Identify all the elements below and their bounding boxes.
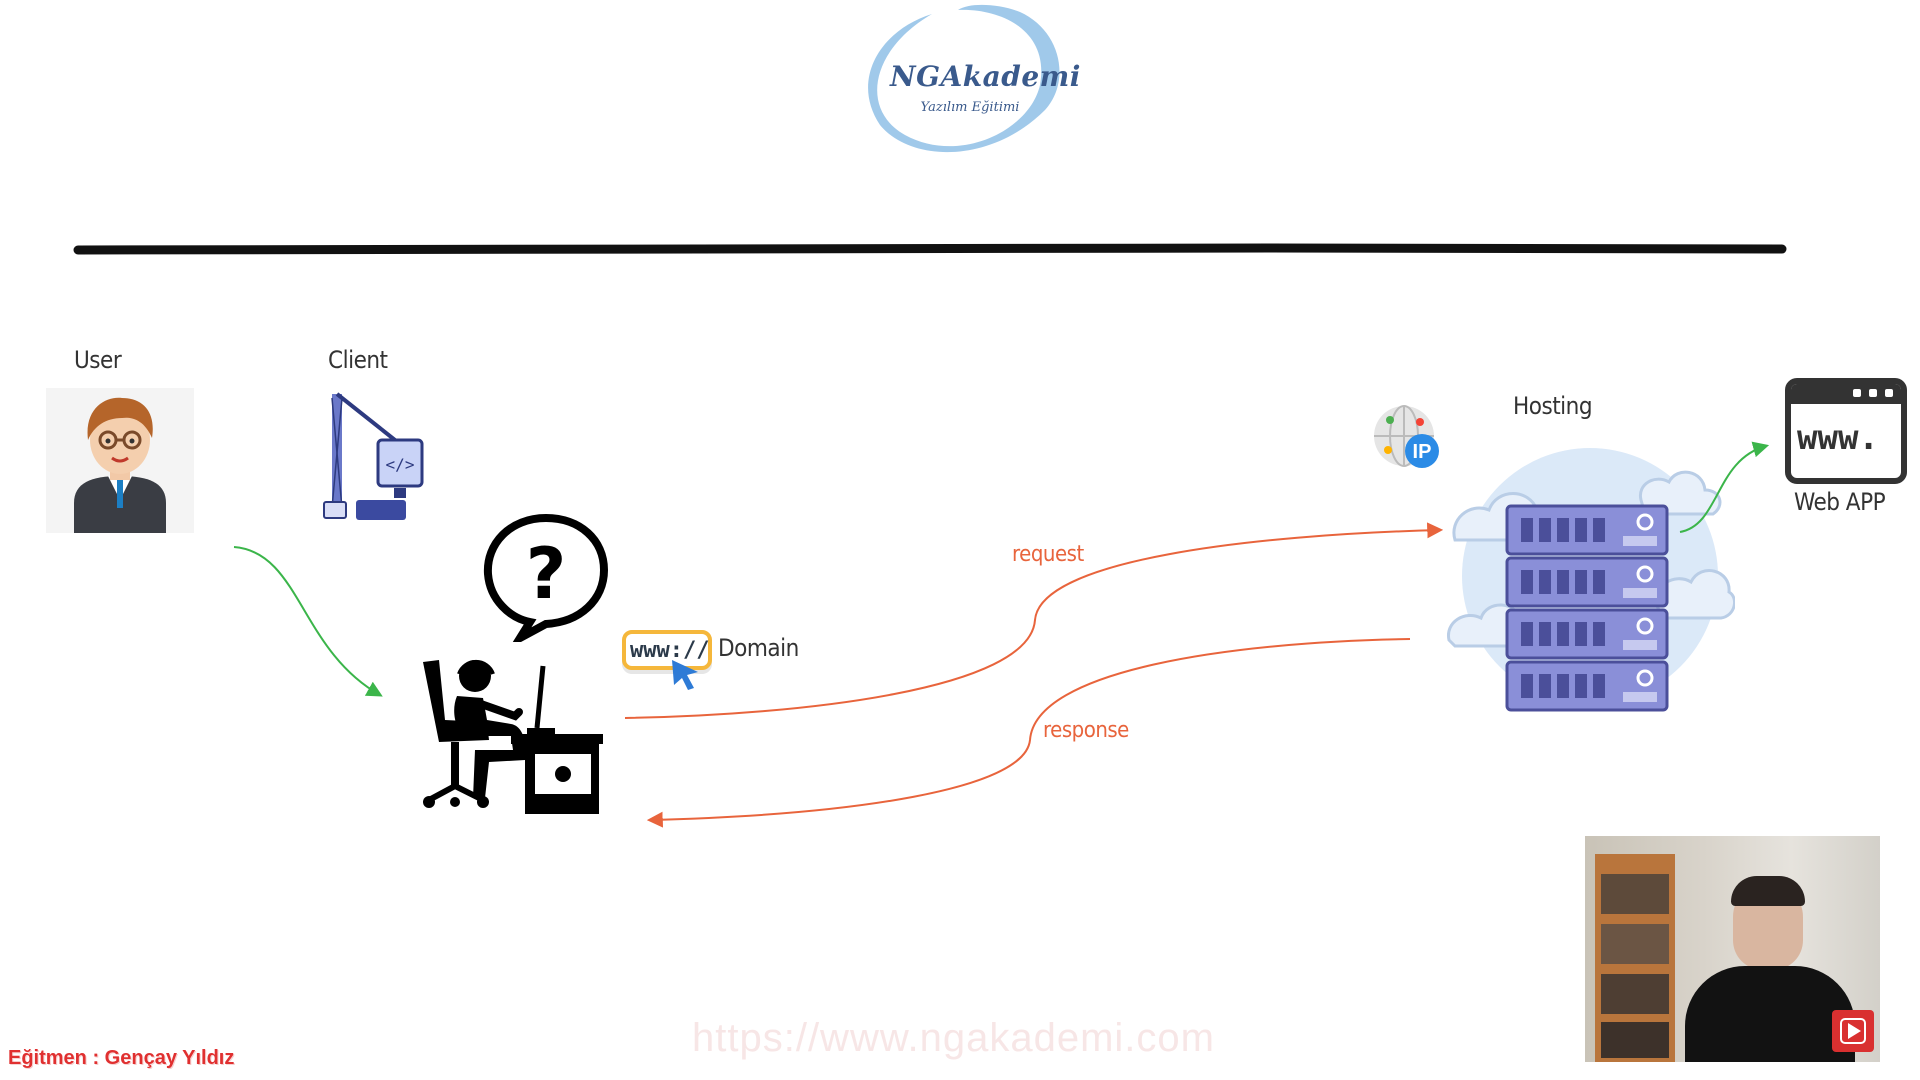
window-dot-icon bbox=[1885, 389, 1893, 397]
ip-badge-text: IP bbox=[1413, 441, 1432, 463]
cursor-icon bbox=[672, 660, 698, 690]
webcam-overlay bbox=[1585, 836, 1880, 1062]
server-unit-2 bbox=[1505, 556, 1669, 608]
server-unit-4 bbox=[1505, 660, 1669, 712]
presenter-body bbox=[1685, 966, 1855, 1062]
bookshelf bbox=[1595, 854, 1675, 1062]
user-avatar-icon bbox=[46, 388, 194, 533]
play-button-icon[interactable] bbox=[1832, 1010, 1874, 1052]
svg-text:</>: </> bbox=[386, 455, 415, 474]
bookshelf-shelf bbox=[1601, 1022, 1669, 1058]
domain-badge: www:// bbox=[622, 612, 714, 692]
window-dot-icon bbox=[1853, 389, 1861, 397]
client-computer-icon: </> bbox=[323, 392, 424, 520]
presenter-hair bbox=[1731, 876, 1805, 906]
question-mark: ? bbox=[526, 533, 567, 615]
response-label: response bbox=[1043, 718, 1129, 743]
web-app-window-text: www. bbox=[1797, 418, 1879, 458]
domain-url-text: www:// bbox=[630, 638, 710, 663]
domain-label: Domain bbox=[718, 634, 799, 662]
bookshelf-shelf bbox=[1601, 874, 1669, 914]
client-label: Client bbox=[328, 346, 388, 374]
web-app-window-icon: www. bbox=[1785, 378, 1907, 484]
server-unit-3 bbox=[1505, 608, 1669, 660]
user-label: User bbox=[74, 346, 122, 374]
request-arrow bbox=[624, 522, 1444, 719]
website-watermark: https://www.ngakademi.com bbox=[692, 1016, 1215, 1060]
web-app-label: Web APP bbox=[1794, 488, 1886, 516]
bookshelf-shelf bbox=[1601, 924, 1669, 964]
domain-badge-frame bbox=[622, 630, 712, 670]
instructor-caption: Eğitmen : Gençay Yıldız bbox=[8, 1047, 235, 1069]
person-at-desk-icon bbox=[423, 659, 603, 814]
hosting-server-icon bbox=[1447, 448, 1735, 712]
ngakademi-logo: NGAkademi Yazılım Eğitimi bbox=[840, 0, 1080, 165]
logo-subtitle: Yazılım Eğitimi bbox=[920, 100, 1020, 115]
window-dots-icon bbox=[1853, 389, 1895, 399]
hosting-label: Hosting bbox=[1513, 392, 1593, 420]
question-bubble-icon: ? bbox=[483, 513, 609, 642]
ip-globe-icon: IP bbox=[1374, 405, 1439, 468]
user-to-client-arrow bbox=[233, 546, 383, 697]
window-dot-icon bbox=[1869, 389, 1877, 397]
logo-title: NGAkademi bbox=[890, 60, 1081, 93]
server-unit-1 bbox=[1505, 504, 1669, 556]
response-arrow bbox=[646, 638, 1411, 828]
bookshelf-shelf bbox=[1601, 974, 1669, 1014]
hosting-to-webapp-arrow bbox=[1679, 441, 1770, 533]
section-divider bbox=[73, 243, 1787, 255]
play-triangle-icon bbox=[1840, 1018, 1866, 1044]
play-triangle-fill bbox=[1848, 1023, 1861, 1039]
request-label: request bbox=[1012, 542, 1084, 567]
